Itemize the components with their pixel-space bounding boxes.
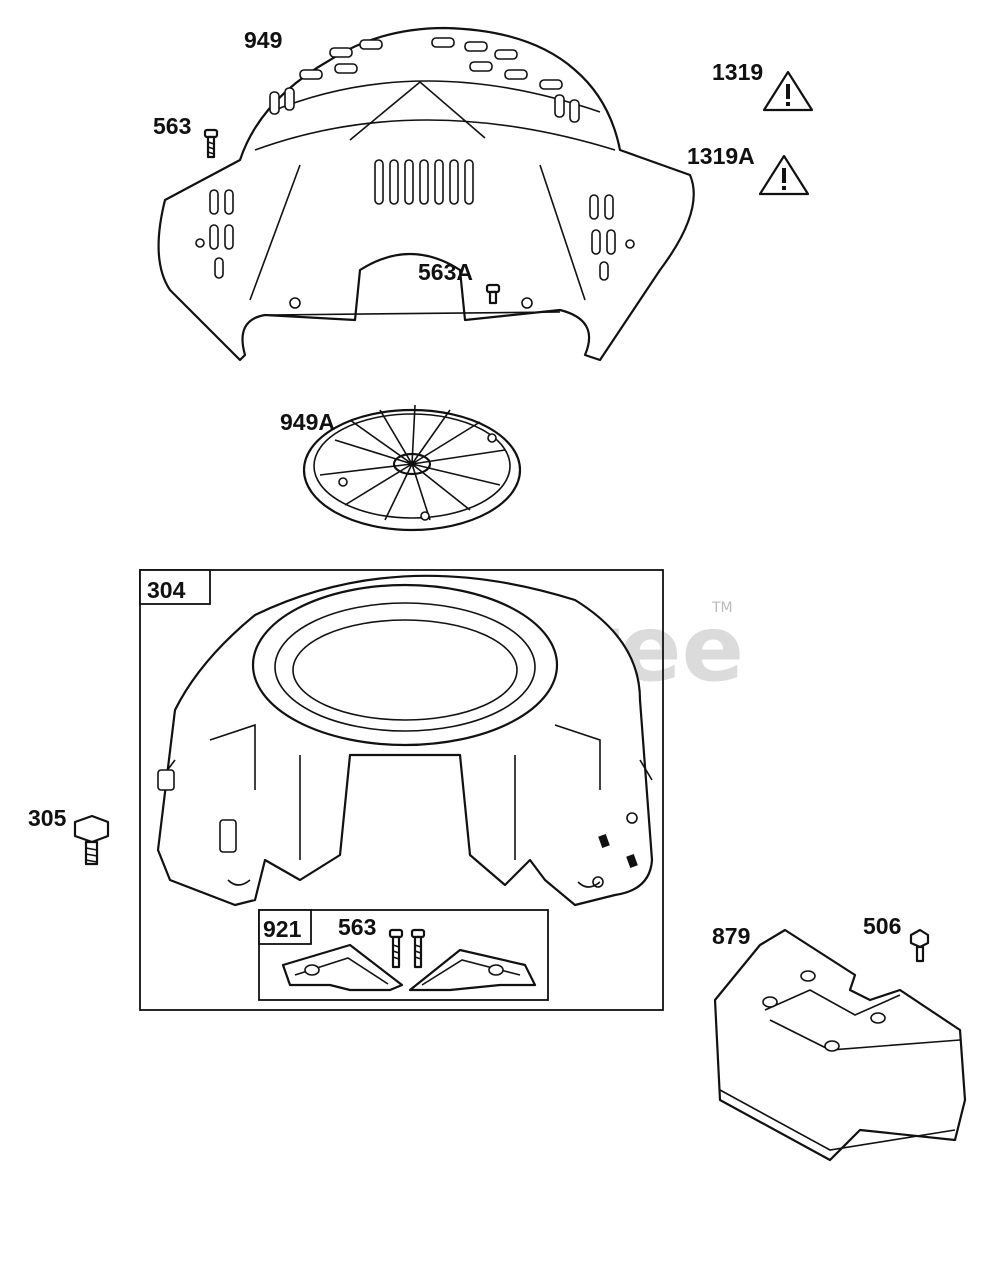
part-305-bolt[interactable] bbox=[73, 814, 110, 866]
part-921-baffles[interactable] bbox=[281, 943, 537, 992]
part-949a-screen[interactable] bbox=[302, 404, 522, 532]
callout-563a: 563A bbox=[418, 259, 473, 285]
callout-949a: 949A bbox=[280, 409, 335, 435]
callout-949: 949 bbox=[244, 27, 282, 53]
callout-304: 304 bbox=[147, 577, 186, 603]
callout-879: 879 bbox=[712, 923, 750, 949]
cover-vents bbox=[195, 37, 635, 309]
part-1319a-warning-label[interactable] bbox=[758, 154, 810, 196]
kit-921-tag bbox=[258, 909, 312, 945]
part-949-blower-cover[interactable] bbox=[157, 26, 695, 362]
part-563-screws-kit[interactable] bbox=[388, 928, 426, 969]
part-563a-screw[interactable] bbox=[485, 283, 501, 305]
callout-305: 305 bbox=[28, 805, 67, 831]
callout-563-top: 563 bbox=[153, 113, 191, 139]
part-506-screw[interactable] bbox=[909, 928, 930, 963]
warning-icon bbox=[782, 168, 786, 183]
kit-304-tag bbox=[139, 569, 211, 605]
part-879-cylinder-shield[interactable] bbox=[713, 928, 967, 1162]
kit-304-frame bbox=[139, 569, 664, 1011]
part-563-screw-top[interactable] bbox=[203, 128, 219, 159]
callout-563-inner: 563 bbox=[338, 914, 376, 940]
watermark-trademark: TM bbox=[711, 600, 733, 616]
part-304-blower-housing[interactable] bbox=[156, 574, 654, 907]
callout-506: 506 bbox=[863, 913, 901, 939]
warning-icon bbox=[786, 84, 790, 99]
callout-1319: 1319 bbox=[712, 59, 763, 85]
part-1319-warning-label[interactable] bbox=[762, 70, 814, 112]
callout-1319a: 1319A bbox=[687, 143, 755, 169]
callout-921: 921 bbox=[263, 916, 302, 942]
